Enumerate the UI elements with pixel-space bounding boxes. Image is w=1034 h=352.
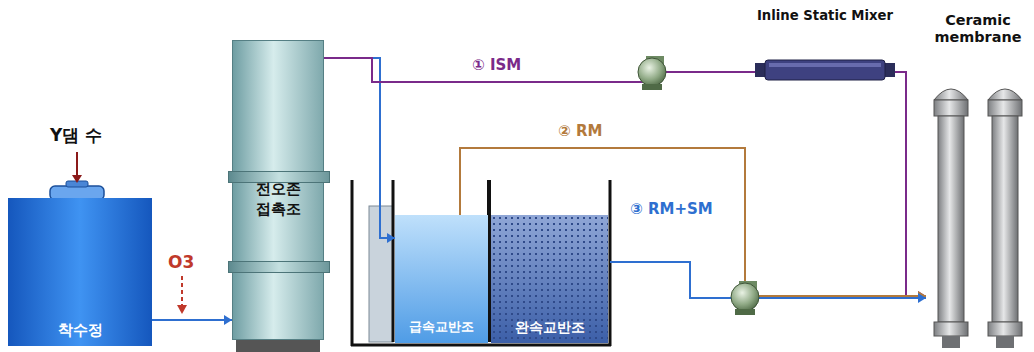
route-label: ② RM bbox=[556, 122, 604, 140]
inflow-arrow bbox=[76, 152, 78, 176]
node-text-group: 완속교반조 bbox=[491, 319, 608, 335]
column-ring bbox=[228, 261, 330, 273]
node-label: 급속교반조 bbox=[395, 319, 488, 335]
node-label: Ceramic membrane bbox=[926, 12, 1030, 47]
node-text-group: Inline Static Mixer bbox=[755, 8, 895, 24]
column-base bbox=[236, 338, 320, 352]
ozone-dashed-arrow bbox=[181, 276, 183, 306]
pump-symbol bbox=[731, 281, 759, 315]
node-label: 완속교반조 bbox=[491, 319, 608, 335]
rapid-mix-tank: 급속교반조 bbox=[395, 215, 488, 343]
node-text-group: 급속교반조 bbox=[395, 319, 488, 335]
inline-static-mixer: Inline Static Mixer bbox=[755, 8, 895, 84]
flow-line bbox=[895, 72, 926, 296]
node-text-group: 전오존 접촉조 bbox=[233, 179, 323, 220]
flow-line bbox=[324, 58, 395, 238]
membrane-modules bbox=[926, 78, 1030, 348]
ozone-arrowhead bbox=[177, 305, 187, 314]
flow-line bbox=[152, 319, 232, 321]
node-text-group: Ceramic membrane bbox=[926, 12, 1030, 47]
ozone-label: O3 bbox=[168, 252, 194, 272]
node-text-group: 착수정 bbox=[8, 321, 152, 338]
source-label: Y댐 수 bbox=[50, 124, 102, 147]
slow-mix-tank: 완속교반조 bbox=[491, 215, 608, 343]
flow-line bbox=[324, 58, 755, 82]
pump-symbol bbox=[638, 56, 666, 90]
route-label: ① ISM bbox=[470, 56, 523, 74]
mixing-basin bbox=[351, 180, 611, 346]
route-label: ③ RM+SM bbox=[628, 200, 715, 218]
flow-line bbox=[610, 262, 926, 298]
node-label: 착수정 bbox=[8, 321, 152, 338]
ozone-contact-column: 전오존 접촉조 bbox=[232, 40, 324, 340]
intake-tank: 착수정 bbox=[8, 198, 152, 346]
ceramic-membrane: Ceramic membrane bbox=[926, 12, 1030, 348]
inflow-arrowhead bbox=[72, 175, 82, 183]
node-label: Inline Static Mixer bbox=[755, 8, 895, 24]
mixer-body bbox=[755, 56, 895, 84]
node-label: 전오존 접촉조 bbox=[253, 179, 303, 220]
